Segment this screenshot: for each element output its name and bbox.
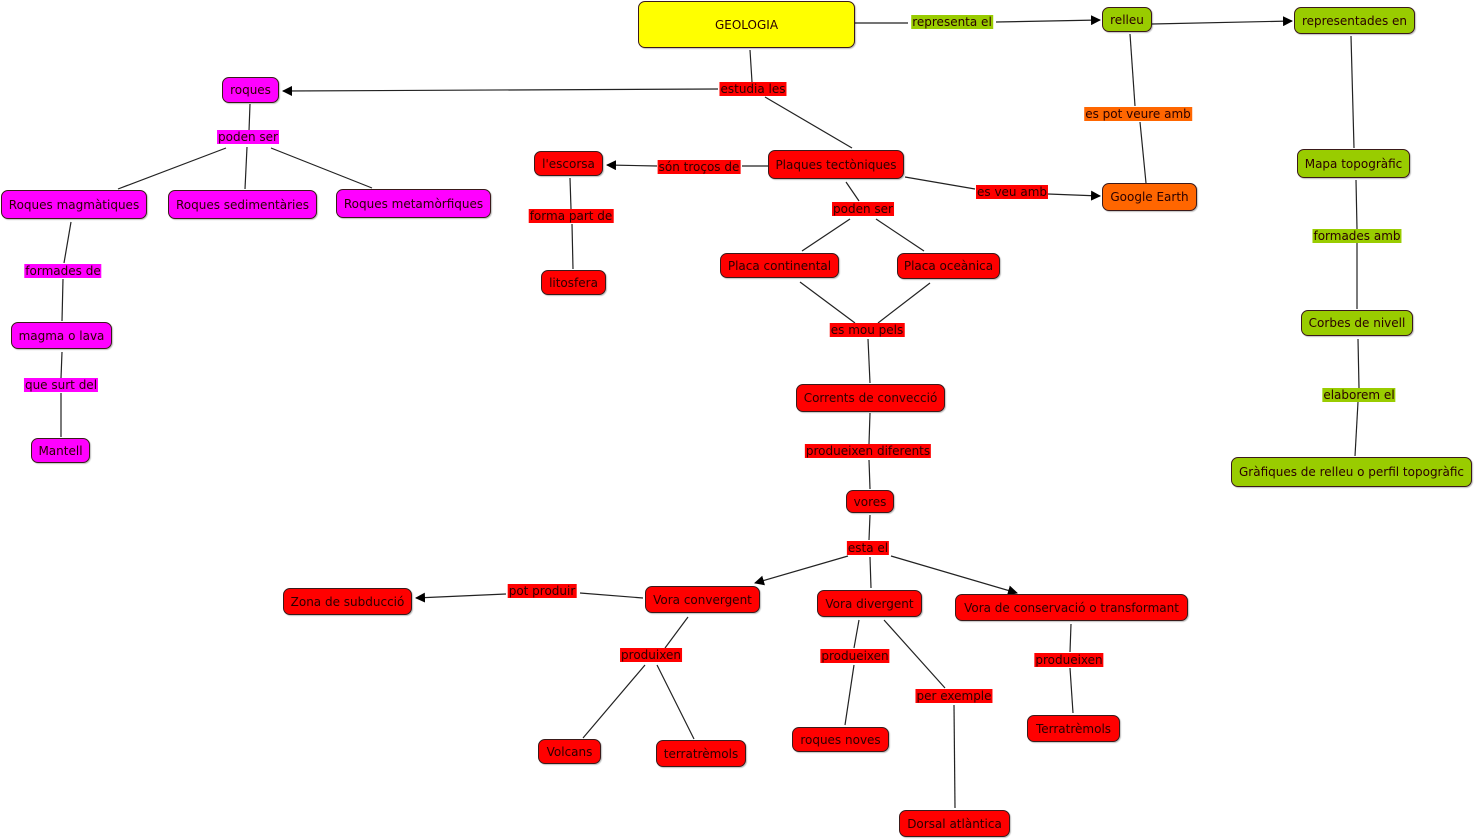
node-litosfera[interactable]: litosfera (541, 270, 606, 295)
node-roques-sedimentaries[interactable]: Roques sedimentàries (168, 190, 317, 219)
link-label-formades-amb: formades amb (1312, 229, 1402, 243)
link-label-elaborem-el: elaborem el (1322, 388, 1396, 402)
link-label-es-pot-veure-amb: es pot veure amb (1084, 107, 1192, 121)
link-label-es-veu-amb: es veu amb (975, 185, 1049, 199)
node-terratremols-transformant[interactable]: Terratrèmols (1027, 715, 1120, 742)
link-label-produeixen-diferents: produeixen diferents (804, 444, 932, 458)
link-label-que-surt-del: que surt del (23, 378, 99, 392)
node-grafiques-de-relleu[interactable]: Gràfiques de relleu o perfil topogràfic (1231, 457, 1472, 487)
node-corbes-de-nivell[interactable]: Corbes de nivell (1301, 310, 1413, 336)
link-label-poden-ser-plaques: poden ser (832, 202, 894, 216)
node-roques-magmatiques[interactable]: Roques magmàtiques (1, 190, 147, 219)
link-label-pot-produir: pot produir (507, 584, 577, 598)
link-label-produeixen-divergent: produeixen (820, 649, 890, 663)
link-label-produeixen-transformant: produeixen (1034, 653, 1104, 667)
node-vora-convergent[interactable]: Vora convergent (645, 586, 760, 613)
link-label-poden-ser-roques: poden ser (217, 130, 279, 144)
link-label-estudia-les: estudia les (719, 82, 787, 96)
node-magma-o-lava[interactable]: magma o lava (11, 322, 112, 349)
node-vora-divergent[interactable]: Vora divergent (817, 590, 922, 617)
node-roques-noves[interactable]: roques noves (792, 727, 889, 752)
node-google-earth[interactable]: Google Earth (1102, 183, 1197, 211)
link-label-per-exemple: per exemple (915, 689, 993, 703)
node-mapa-topografic[interactable]: Mapa topogràfic (1297, 149, 1410, 178)
node-vores[interactable]: vores (846, 490, 894, 513)
node-corrents-de-conveccio[interactable]: Corrents de convecció (796, 384, 945, 412)
node-placa-continental[interactable]: Placa continental (720, 253, 839, 278)
link-label-forma-part-de: forma part de (528, 209, 614, 223)
node-relleu[interactable]: relleu (1102, 7, 1152, 32)
node-dorsal-atlantica[interactable]: Dorsal atlàntica (899, 810, 1010, 837)
node-roques-metamorfiques[interactable]: Roques metamòrfiques (336, 189, 491, 218)
node-vora-de-conservacio[interactable]: Vora de conservació o transformant (955, 594, 1188, 621)
node-volcans[interactable]: Volcans (538, 739, 601, 764)
node-mantell[interactable]: Mantell (31, 438, 90, 463)
node-geologia[interactable]: GEOLOGIA (638, 1, 855, 48)
link-label-esta-el: esta el (846, 541, 890, 555)
node-zona-de-subduccio[interactable]: Zona de subducció (283, 588, 412, 615)
link-label-produixen: produixen (620, 648, 682, 662)
link-label-son-trocos-de: són troços de (657, 160, 741, 174)
node-escorsa[interactable]: l'escorsa (534, 151, 603, 176)
node-roques[interactable]: roques (222, 77, 279, 103)
link-label-representa-el: representa el (911, 15, 993, 29)
node-representades-en[interactable]: representades en (1294, 7, 1415, 34)
node-plaques-tectoniques[interactable]: Plaques tectòniques (768, 150, 904, 179)
link-label-es-mou-pels: es mou pels (829, 323, 905, 337)
node-placa-oceanica[interactable]: Placa oceànica (897, 253, 1000, 279)
node-terratremols[interactable]: terratrèmols (656, 740, 746, 767)
link-label-formades-de: formades de (24, 264, 102, 278)
